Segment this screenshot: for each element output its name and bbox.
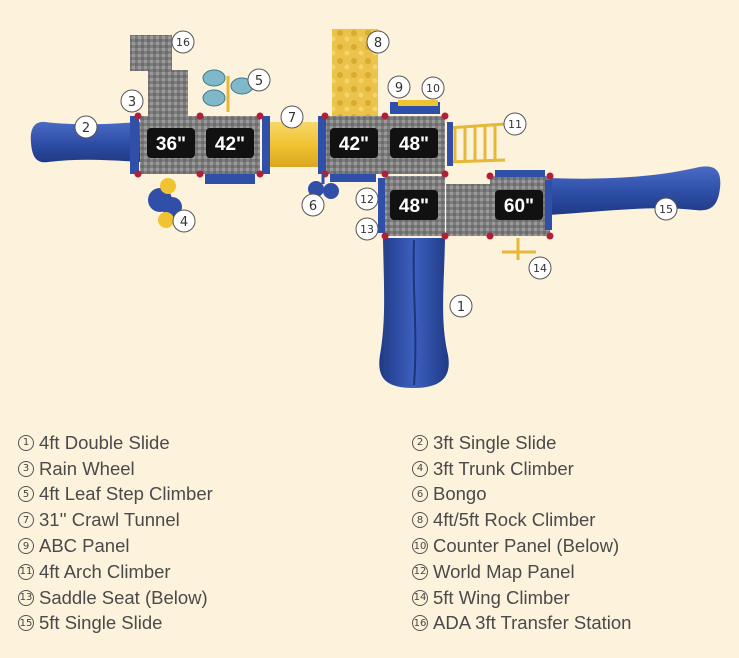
legend-item: 13 Saddle Seat (Below) [18, 585, 213, 611]
legend-item: 2 3ft Single Slide [412, 430, 631, 456]
wing-climber [502, 238, 536, 260]
legend-number: 5 [18, 486, 34, 503]
callout-10: 10 [426, 82, 440, 95]
legend-item: 9 ABC Panel [18, 533, 213, 559]
deck-42-left: 42" [200, 116, 260, 174]
legend-item: 7 31'' Crawl Tunnel [18, 507, 213, 533]
legend-label: 4ft Arch Climber [39, 560, 171, 582]
trunk-climber [148, 178, 182, 228]
callout-numbers: 1 2 3 4 5 6 7 8 9 10 11 12 13 14 15 16 [82, 36, 673, 315]
legend-number: 15 [18, 615, 34, 632]
legend-item: 1 4ft Double Slide [18, 430, 213, 456]
deck-walkway [446, 184, 490, 236]
legend-number: 4 [412, 460, 428, 477]
site-plan: 36" 42" 42" 48" 48" 60" [30, 29, 721, 388]
deck-60: 60" [490, 176, 550, 236]
legend-number: 1 [18, 434, 34, 451]
legend-item: 15 5ft Single Slide [18, 611, 213, 637]
deck-42-right: 42" [325, 116, 385, 174]
callout-8: 8 [374, 36, 382, 51]
deck-48-bottom: 48" [385, 176, 445, 236]
legend-number: 6 [412, 486, 428, 503]
legend-number: 12 [412, 563, 428, 580]
callout-2: 2 [82, 121, 90, 136]
callout-11: 11 [508, 118, 522, 131]
legend-label: ADA 3ft Transfer Station [433, 612, 632, 634]
legend-number: 2 [412, 434, 428, 451]
legend-column-left: 1 4ft Double Slide 3 Rain Wheel 5 4ft Leaf … [18, 430, 213, 636]
legend-item: 3 Rain Wheel [18, 456, 213, 482]
single-slide-5ft [548, 166, 721, 215]
legend-label: 4ft/5ft Rock Climber [433, 509, 596, 531]
counter-panel [398, 100, 438, 106]
ada-transfer-station [130, 35, 188, 117]
legend-number: 16 [412, 615, 428, 632]
legend-number: 3 [18, 460, 34, 477]
legend-label: 4ft Leaf Step Climber [39, 483, 213, 505]
legend-item: 8 4ft/5ft Rock Climber [412, 507, 631, 533]
callout-12: 12 [360, 193, 374, 206]
legend-number: 8 [412, 512, 428, 529]
deck-48-top: 48" [385, 116, 445, 174]
crawl-tunnel [262, 122, 326, 167]
callout-4: 4 [180, 215, 188, 230]
single-slide-3ft [30, 121, 140, 163]
legend-label: 3ft Trunk Climber [433, 457, 574, 479]
legend-number: 11 [18, 563, 34, 580]
posts [134, 112, 554, 240]
deck-height-label: 60" [504, 196, 534, 217]
legend-item: 4 3ft Trunk Climber [412, 456, 631, 482]
legend-label: 31'' Crawl Tunnel [39, 509, 180, 531]
legend-number: 14 [412, 589, 428, 606]
legend-label: 5ft Single Slide [39, 612, 163, 634]
callout-15: 15 [659, 203, 673, 216]
bongo [308, 174, 339, 199]
legend-label: 4ft Double Slide [39, 431, 170, 453]
legend-label: Bongo [433, 483, 487, 505]
legend-label: Saddle Seat (Below) [39, 586, 208, 608]
legend-label: Counter Panel (Below) [433, 535, 620, 557]
deck-height-label: 48" [399, 196, 429, 217]
deck-height-label: 42" [215, 134, 245, 155]
callout-7: 7 [288, 111, 296, 126]
legend-item: 12 World Map Panel [412, 559, 631, 585]
legend-item: 14 5ft Wing Climber [412, 585, 631, 611]
legend-number: 7 [18, 512, 34, 529]
legend-label: 3ft Single Slide [433, 431, 557, 453]
deck-height-label: 48" [399, 134, 429, 155]
legend-number: 9 [18, 538, 34, 555]
legend-item: 11 4ft Arch Climber [18, 559, 213, 585]
legend-item: 6 Bongo [412, 482, 631, 508]
callout-6: 6 [309, 199, 317, 214]
callout-1: 1 [457, 300, 465, 315]
arch-climber [447, 122, 506, 164]
callout-9: 9 [395, 81, 403, 96]
callouts [74, 30, 678, 318]
legend-item: 16 ADA 3ft Transfer Station [412, 611, 631, 637]
legend-label: ABC Panel [39, 535, 130, 557]
legend-label: World Map Panel [433, 560, 575, 582]
legend-column-right: 2 3ft Single Slide 4 3ft Trunk Climber 6 Bo… [412, 430, 631, 636]
callout-16: 16 [176, 36, 190, 49]
double-slide-divider [412, 239, 417, 386]
legend-item: 10 Counter Panel (Below) [412, 533, 631, 559]
legend-number: 10 [412, 538, 428, 555]
deck-36: 36" [140, 116, 200, 174]
legend-number: 13 [18, 589, 34, 606]
deck-height-label: 42" [339, 134, 369, 155]
callout-13: 13 [360, 223, 374, 236]
callout-3: 3 [128, 95, 136, 110]
callout-14: 14 [533, 262, 547, 275]
legend-item: 5 4ft Leaf Step Climber [18, 482, 213, 508]
deck-height-label: 36" [156, 134, 186, 155]
legend-label: 5ft Wing Climber [433, 586, 570, 608]
legend-label: Rain Wheel [39, 457, 135, 479]
leaf-step-climber [202, 69, 254, 112]
callout-5: 5 [255, 74, 263, 89]
